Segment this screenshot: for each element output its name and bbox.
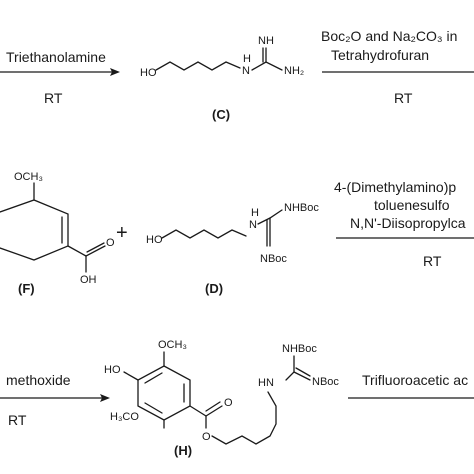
compound-h-label: (H) (174, 443, 192, 458)
step3-reagent-line1: 4-(Dimethylamino)p (334, 179, 456, 195)
compound-c-atom-nh2: NH₂ (284, 65, 304, 77)
compound-h-atom-nboc: NBoc (312, 376, 339, 388)
compound-c-structure (155, 47, 283, 71)
compound-f-atom-o: O (106, 237, 115, 249)
compound-c-label: (C) (212, 107, 230, 122)
compound-f-co-double2 (86, 242, 105, 253)
compound-d-atom-h: H (251, 207, 259, 219)
compound-h-linker-chain (211, 391, 277, 445)
step3-condition: RT (423, 253, 442, 269)
compound-d-structure (161, 209, 283, 247)
compound-h-ring (137, 365, 191, 421)
compound-c-atom-n: N (242, 65, 250, 77)
compound-d-chain (161, 229, 247, 239)
compound-f-atom-och3: OCH₃ (14, 171, 43, 183)
compound-h-atom-ho: HO (104, 364, 121, 376)
compound-c-atom-h: H (243, 53, 251, 65)
compound-h-guanidine-bonds (285, 355, 295, 381)
compound-d-atom-n: N (249, 219, 257, 231)
compound-f-atom-oh: OH (80, 274, 97, 286)
compound-c-atom-nh: NH (258, 35, 274, 47)
compound-h-co-double2 (205, 401, 221, 412)
compound-c-chain (155, 61, 241, 71)
compound-h-ring-double2 (144, 372, 163, 384)
step2-reagent-line1: Boc₂O and Na₂CO₃ in (321, 28, 457, 44)
compound-h-atom-o-carbonyl: O (224, 397, 233, 409)
compound-h-structure (123, 351, 311, 445)
step1-condition: RT (44, 90, 63, 106)
compound-f-co-double (85, 245, 106, 257)
step2-reagent-line2: Tetrahydrofuran (331, 47, 429, 63)
compound-h-cn-double (295, 367, 311, 377)
step3-reagent-line2: toluenesulfo (374, 197, 450, 213)
step4-reagent: methoxide (6, 372, 71, 388)
step3-reagent-line3: N,N'-Diisopropylca (350, 215, 466, 231)
step4-arrow-head (100, 394, 110, 402)
compound-h-atom-h3co: H₃CO (110, 411, 139, 423)
compound-c-guanidine-bonds (251, 61, 283, 71)
compound-h-oh-bond (123, 371, 139, 381)
compound-c-atom-ho: HO (140, 67, 157, 79)
compound-f-label: (F) (18, 281, 35, 296)
compound-d-atom-ho: HO (146, 234, 163, 246)
compound-h-ring-double3 (144, 402, 163, 414)
compound-f-carbonyl-c (67, 245, 87, 257)
compound-d-atom-nboc: NBoc (260, 253, 287, 265)
compound-h-atom-och3-top: OCH₃ (158, 339, 187, 351)
compound-h-atom-o-ester: O (202, 431, 211, 443)
compound-d-atom-nhboc: NHBoc (284, 202, 319, 214)
compound-h-ester-c (189, 405, 207, 417)
step1-arrow-head (110, 68, 120, 76)
compound-h-co-double (205, 405, 223, 417)
compound-f-ring (0, 199, 69, 261)
step2-condition: RT (394, 90, 413, 106)
compound-f-structure (0, 182, 106, 273)
step4-condition: RT (8, 412, 27, 428)
plus-sign: + (116, 222, 128, 244)
compound-h-atom-nhboc: NHBoc (282, 343, 317, 355)
compound-h-atom-hn: HN (258, 377, 274, 389)
step1-reagent: Triethanolamine (6, 49, 106, 65)
compound-d-label: (D) (205, 281, 223, 296)
compound-h-cn-bond (293, 371, 311, 381)
step5-reagent: Trifluoroacetic ac (362, 372, 468, 388)
